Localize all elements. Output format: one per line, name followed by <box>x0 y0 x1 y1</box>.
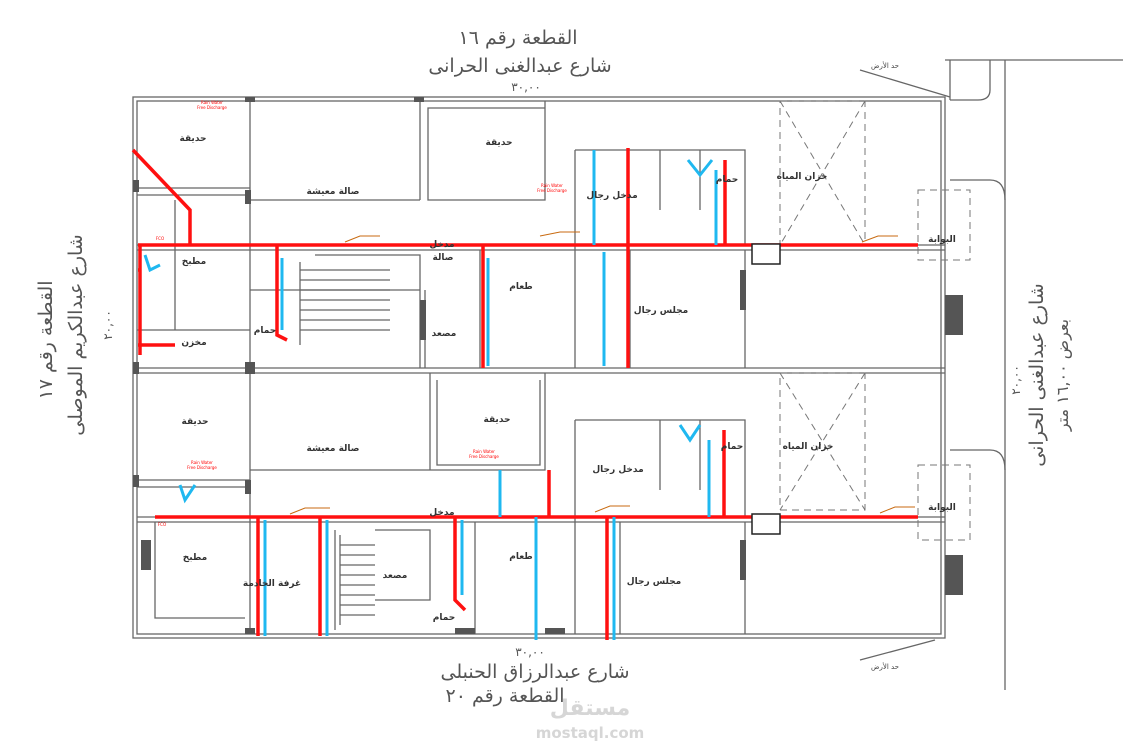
water-pipe-31 <box>178 484 197 504</box>
top-plot-label: القطعة رقم ١٦ <box>458 27 577 49</box>
drain-pipe-1 <box>131 148 192 245</box>
room-water-tank: خزان المياه <box>777 172 828 182</box>
label-leader-36 <box>594 505 630 513</box>
right-dimension: ٢٠,٠٠ <box>1009 365 1023 395</box>
room-water-tank: خزان المياه <box>783 442 834 452</box>
room-dining: طعام <box>509 552 533 562</box>
room-gate: البوابة <box>928 235 956 245</box>
free-discharge-label-2: Free Discharge <box>537 188 567 193</box>
drain-pipe-4 <box>275 245 288 342</box>
free-discharge-label-top: Free Discharge <box>197 105 227 110</box>
label-leader-32 <box>539 231 580 237</box>
room-garden: حديقة <box>182 417 209 427</box>
label-leader-34 <box>861 235 898 243</box>
room-garden-2: حديقة <box>484 415 511 425</box>
label-leader-33 <box>344 235 380 243</box>
room-bath: حمام <box>433 613 456 623</box>
fco-label-bottom: FCO <box>158 522 166 527</box>
label-leader-37 <box>879 506 915 514</box>
drain-pipe-19 <box>453 517 467 612</box>
bottom-dimension: ٣٠,٠٠ <box>515 645 545 659</box>
rain-water-label-top: Rain Water <box>201 100 223 105</box>
room-men-entrance: مدخل رجال <box>586 191 637 201</box>
room-majlis: مجلس رجال <box>634 306 688 316</box>
watermark-latin: mostaql.com <box>536 724 645 742</box>
fco-label-top: FCO <box>156 236 164 241</box>
room-kitchen: مطبخ <box>182 257 207 267</box>
rain-water-label-2: Rain Water <box>541 183 563 188</box>
room-men-entrance: مدخل رجال <box>592 465 643 475</box>
water-pipe-14 <box>686 159 714 178</box>
bottom-street-label: شارع عبدالرزاق الحنبلى <box>440 661 629 683</box>
left-plot-label: القطعة رقم ١٧ <box>35 280 57 399</box>
left-dimension: ٢٠,٠٠ <box>101 310 115 340</box>
room-elevator: مصعد <box>432 329 457 339</box>
room-entrance: مدخل <box>429 508 454 518</box>
room-garden-2: حديقة <box>486 138 513 148</box>
inspection-chamber-top <box>751 243 781 265</box>
inspection-chamber-bottom <box>751 513 781 535</box>
rain-water-label-3: Rain Water <box>191 460 213 465</box>
rain-water-label-4: Rain Water <box>473 449 495 454</box>
room-bath-2: حمام <box>716 175 739 185</box>
boundary-label-bottom: حد الأرض <box>871 662 899 671</box>
bottom-plot-label: القطعة رقم ٢٠ <box>445 685 564 707</box>
room-gate: البوابة <box>928 503 956 513</box>
room-living: صالة معيشة <box>307 444 360 454</box>
watermark: مستقل mostaql.com <box>536 696 645 742</box>
free-discharge-label-3: Free Discharge <box>187 465 217 470</box>
room-kitchen: مطبخ <box>183 553 208 563</box>
room-entrance-sub: صالة <box>433 253 454 263</box>
water-pipe-30 <box>678 424 702 443</box>
room-living: صالة معيشة <box>307 187 360 197</box>
top-street-label: شارع عبدالغنى الحرانى <box>428 55 611 77</box>
label-leader-35 <box>289 507 330 515</box>
left-street-label: شارع عبدالكريم الموصلى <box>65 234 87 435</box>
room-entrance: مدخل <box>429 240 454 250</box>
right-street-label: شارع عبدالغنى الحرانى <box>1026 283 1048 466</box>
top-unit-rooms: حديقة صالة معيشة مطبخ مخزن حمام مصعد مدخ… <box>180 134 956 348</box>
watermark-arabic: مستقل <box>550 696 630 721</box>
bottom-unit-rooms: حديقة صالة معيشة مطبخ غرفة الخادمة مصعد … <box>182 415 956 623</box>
free-discharge-label-4: Free Discharge <box>469 454 499 459</box>
top-dimension: ٣٠,٠٠ <box>511 80 541 94</box>
room-bath: حمام <box>254 326 277 336</box>
room-majlis: مجلس رجال <box>627 577 681 587</box>
room-elevator: مصعد <box>383 571 408 581</box>
room-garden: حديقة <box>180 134 207 144</box>
right-street-width: بعرض ١٦,٠٠ متر <box>1053 319 1073 432</box>
room-bath-2: حمام <box>721 442 744 452</box>
water-pipe-15 <box>143 254 161 273</box>
room-maid: غرفة الخادمة <box>243 579 301 589</box>
room-dining: طعام <box>509 282 533 292</box>
room-store: مخزن <box>181 338 206 348</box>
plumbing-pipes <box>131 148 918 640</box>
boundary-label-top: حد الأرض <box>871 61 899 70</box>
